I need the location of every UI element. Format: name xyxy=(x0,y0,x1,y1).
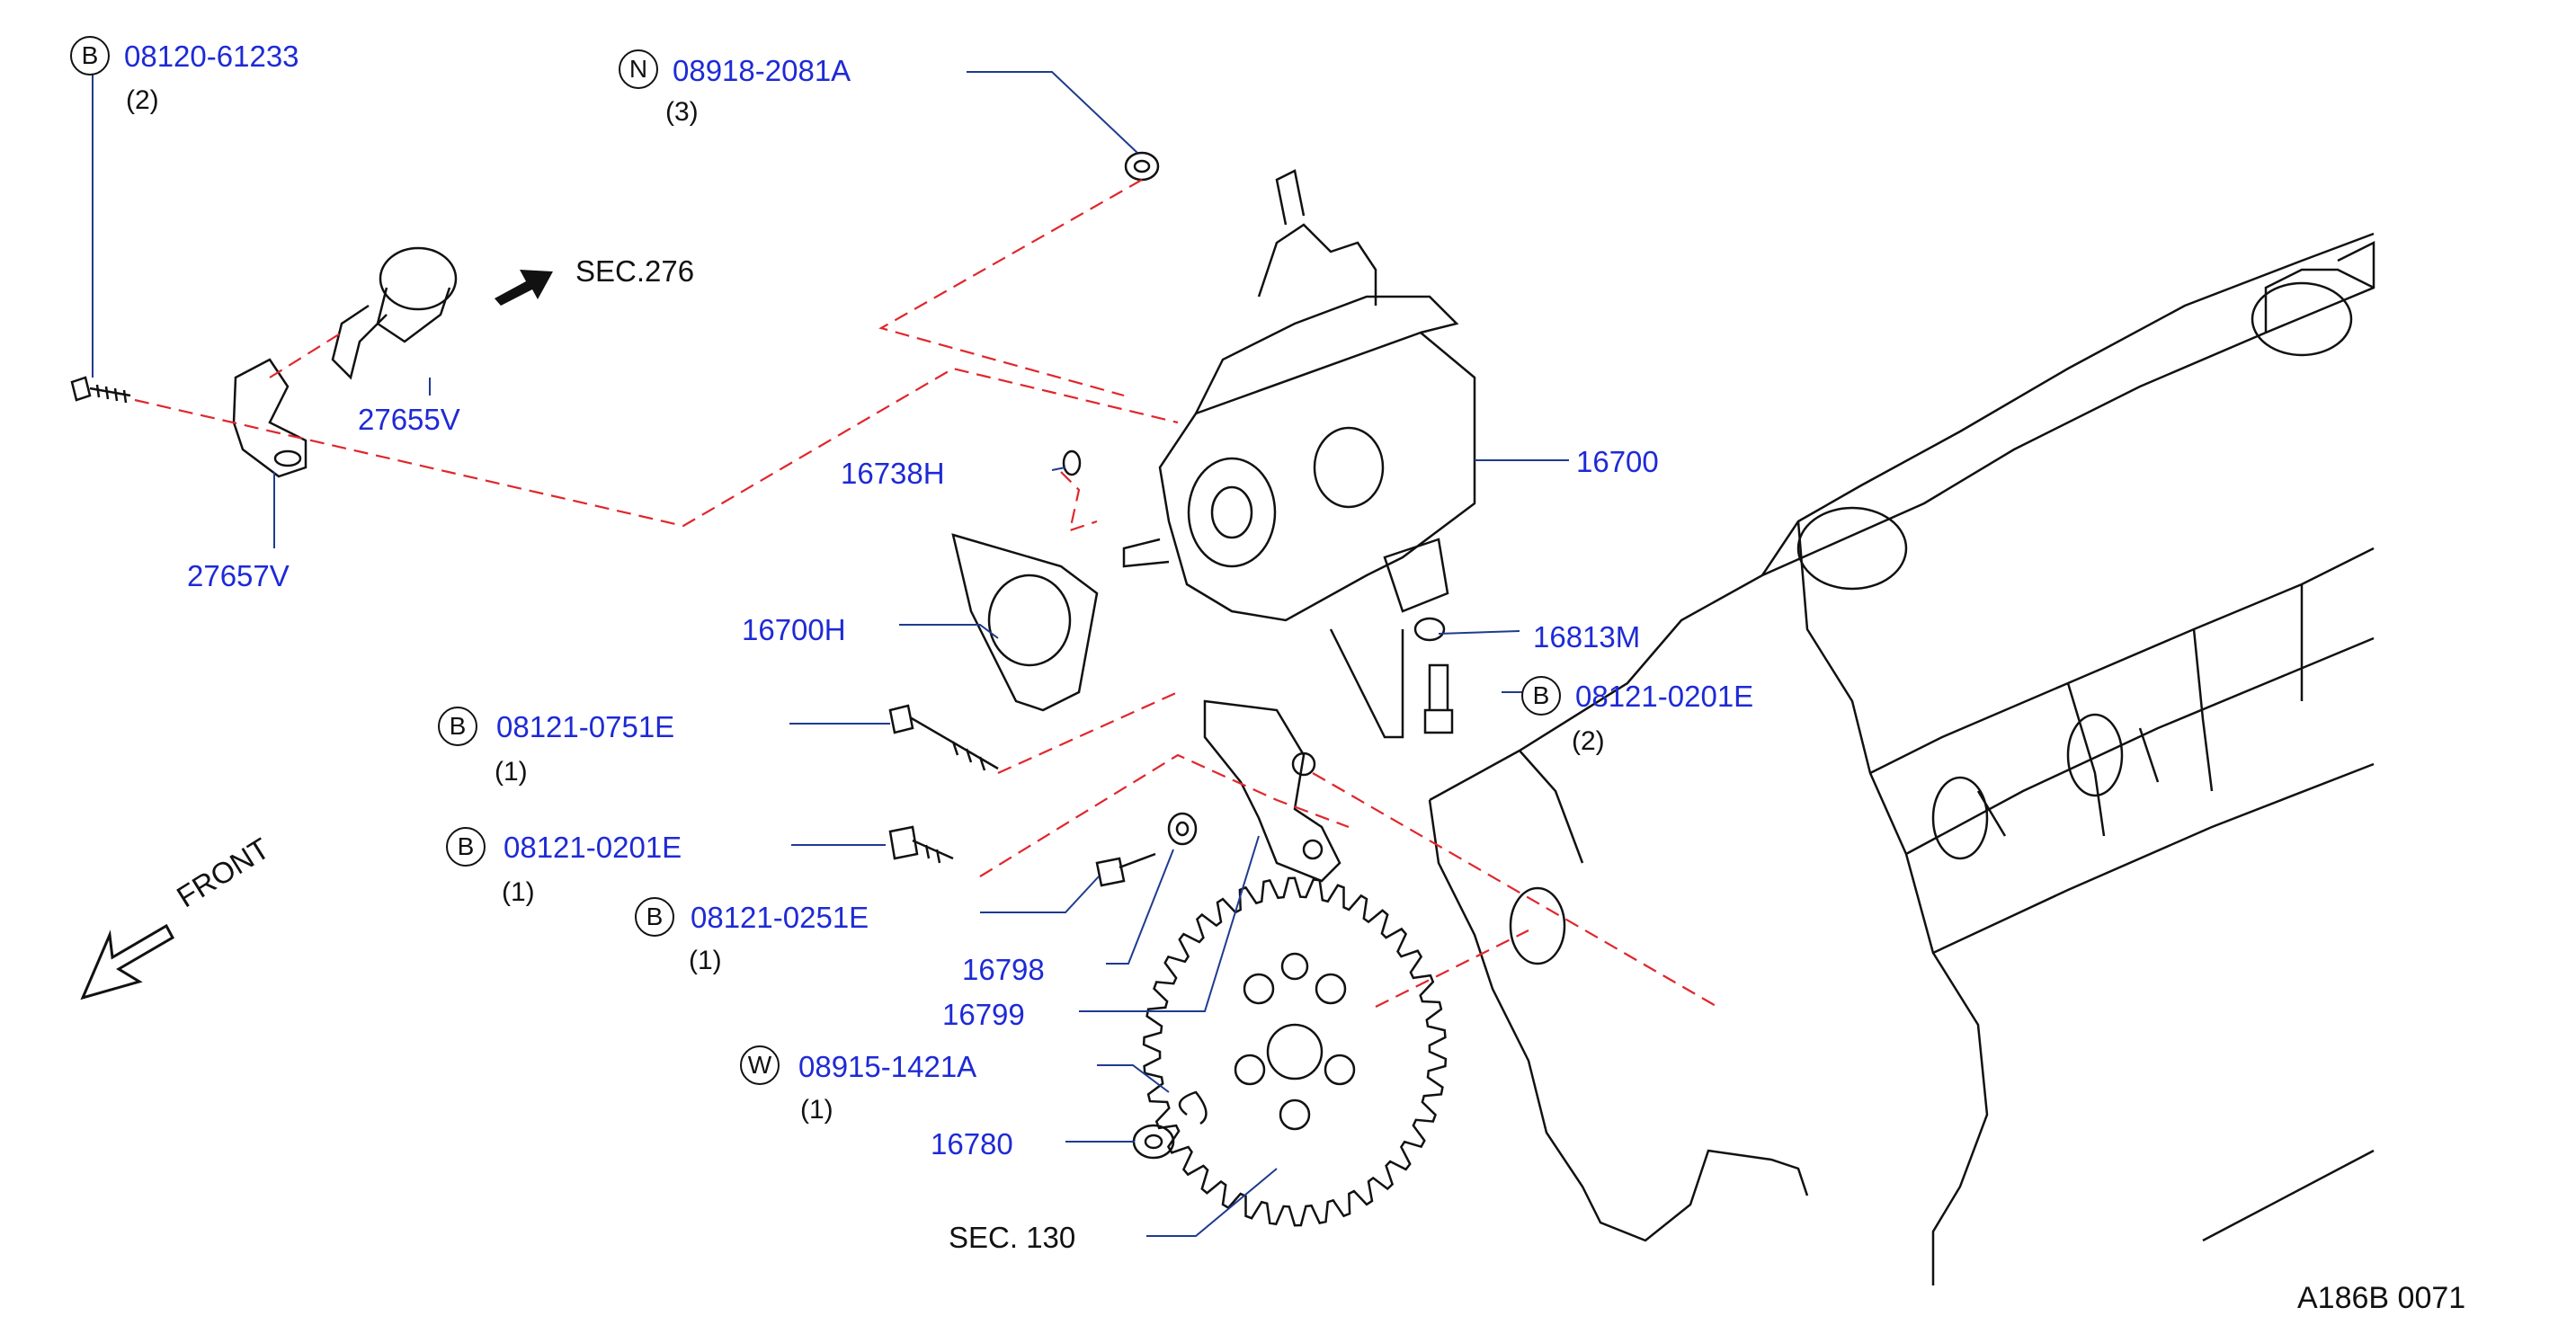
part-number[interactable]: 16700 xyxy=(1576,445,1659,478)
part-number[interactable]: 27655V xyxy=(358,403,460,436)
direction-arrow-icon xyxy=(495,270,553,306)
part-number[interactable]: 16738H xyxy=(841,457,945,490)
badge-bolt-b: B xyxy=(438,707,477,746)
badge-bolt-b: B xyxy=(1521,676,1561,716)
section-ref[interactable]: SEC. 130 xyxy=(949,1221,1076,1254)
dashed-guides xyxy=(134,179,1718,1008)
part-number[interactable]: 08121-0751E xyxy=(496,710,675,743)
part-quantity: (1) xyxy=(495,757,528,787)
badge-bolt-b: B xyxy=(70,36,110,76)
part-quantity: (3) xyxy=(665,97,699,127)
part-quantity: (1) xyxy=(502,877,535,907)
part-number[interactable]: 27657V xyxy=(187,559,290,592)
part-quantity: (1) xyxy=(800,1095,833,1125)
leader-lines xyxy=(92,71,1569,1237)
bracket-part xyxy=(1203,699,1341,883)
part-number[interactable]: 16700H xyxy=(742,613,846,646)
part-number[interactable]: 08121-0201E xyxy=(1575,680,1754,713)
part-quantity: (2) xyxy=(1572,726,1605,756)
badge-bolt-b: B xyxy=(446,827,486,867)
part-number[interactable]: 16813M xyxy=(1533,620,1641,654)
part-number[interactable]: 08121-0251E xyxy=(691,901,869,934)
engine-block xyxy=(1428,232,2375,1285)
part-number[interactable]: 16799 xyxy=(942,998,1025,1031)
part-number[interactable]: 08918-2081A xyxy=(673,54,851,87)
section-ref[interactable]: SEC.276 xyxy=(575,254,695,288)
badge-washer-w: W xyxy=(740,1045,780,1085)
part-number[interactable]: 08915-1421A xyxy=(798,1050,977,1083)
drive-gear xyxy=(1142,876,1448,1227)
small-hardware xyxy=(70,151,1566,1160)
part-quantity: (2) xyxy=(126,85,159,115)
badge-bolt-b: B xyxy=(635,897,674,937)
part-number[interactable]: 08120-61233 xyxy=(124,40,299,73)
part-number[interactable]: 16798 xyxy=(962,953,1045,986)
front-arrow-icon xyxy=(80,923,175,1000)
part-number[interactable]: 08121-0201E xyxy=(504,831,682,864)
diagram-code: A186B 0071 xyxy=(2297,1281,2466,1315)
part-number[interactable]: 16780 xyxy=(931,1127,1013,1161)
badge-nut-n: N xyxy=(619,49,658,89)
injection-pump xyxy=(1122,169,1476,739)
gasket-part xyxy=(951,533,1099,712)
part-quantity: (1) xyxy=(689,946,722,975)
